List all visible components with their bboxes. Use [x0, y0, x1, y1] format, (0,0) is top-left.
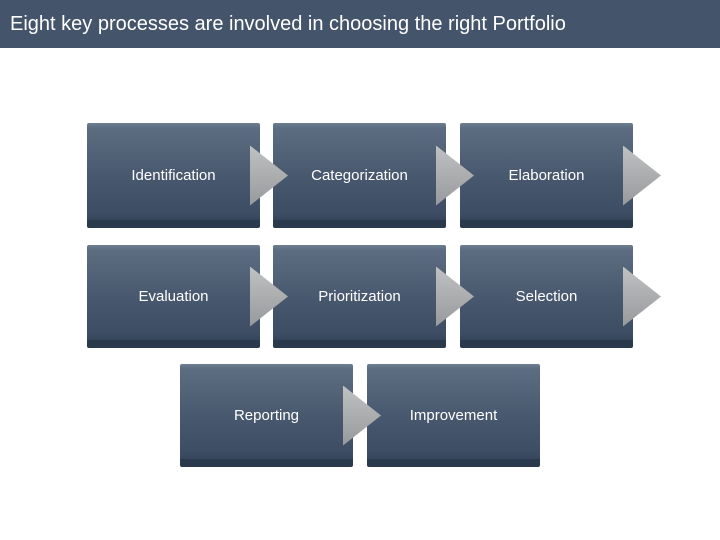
- process-step-label: Evaluation: [138, 288, 209, 305]
- slide-title: Eight key processes are involved in choo…: [10, 12, 566, 35]
- process-step-prioritization: Prioritization: [273, 245, 474, 348]
- arrow-right-icon: [623, 266, 661, 327]
- process-step-label: Categorization: [311, 167, 408, 184]
- process-step-label: Reporting: [233, 407, 300, 424]
- process-step-selection: Selection: [460, 245, 661, 348]
- process-step-improvement: Improvement: [367, 364, 540, 467]
- process-step-identification: Identification: [87, 123, 288, 228]
- process-step-label: Prioritization: [318, 288, 401, 305]
- process-step-label: Elaboration: [508, 167, 585, 184]
- process-step-label: Selection: [515, 288, 578, 305]
- arrow-right-icon: [623, 145, 661, 206]
- process-step-reporting: Reporting: [180, 364, 381, 467]
- process-step-label: Improvement: [409, 407, 498, 424]
- process-step-evaluation: Evaluation: [87, 245, 288, 348]
- process-step-elaboration: Elaboration: [460, 123, 661, 228]
- slide-title-bar: Eight key processes are involved in choo…: [0, 0, 720, 48]
- process-step-label: Identification: [131, 167, 216, 184]
- process-step-categorization: Categorization: [273, 123, 474, 228]
